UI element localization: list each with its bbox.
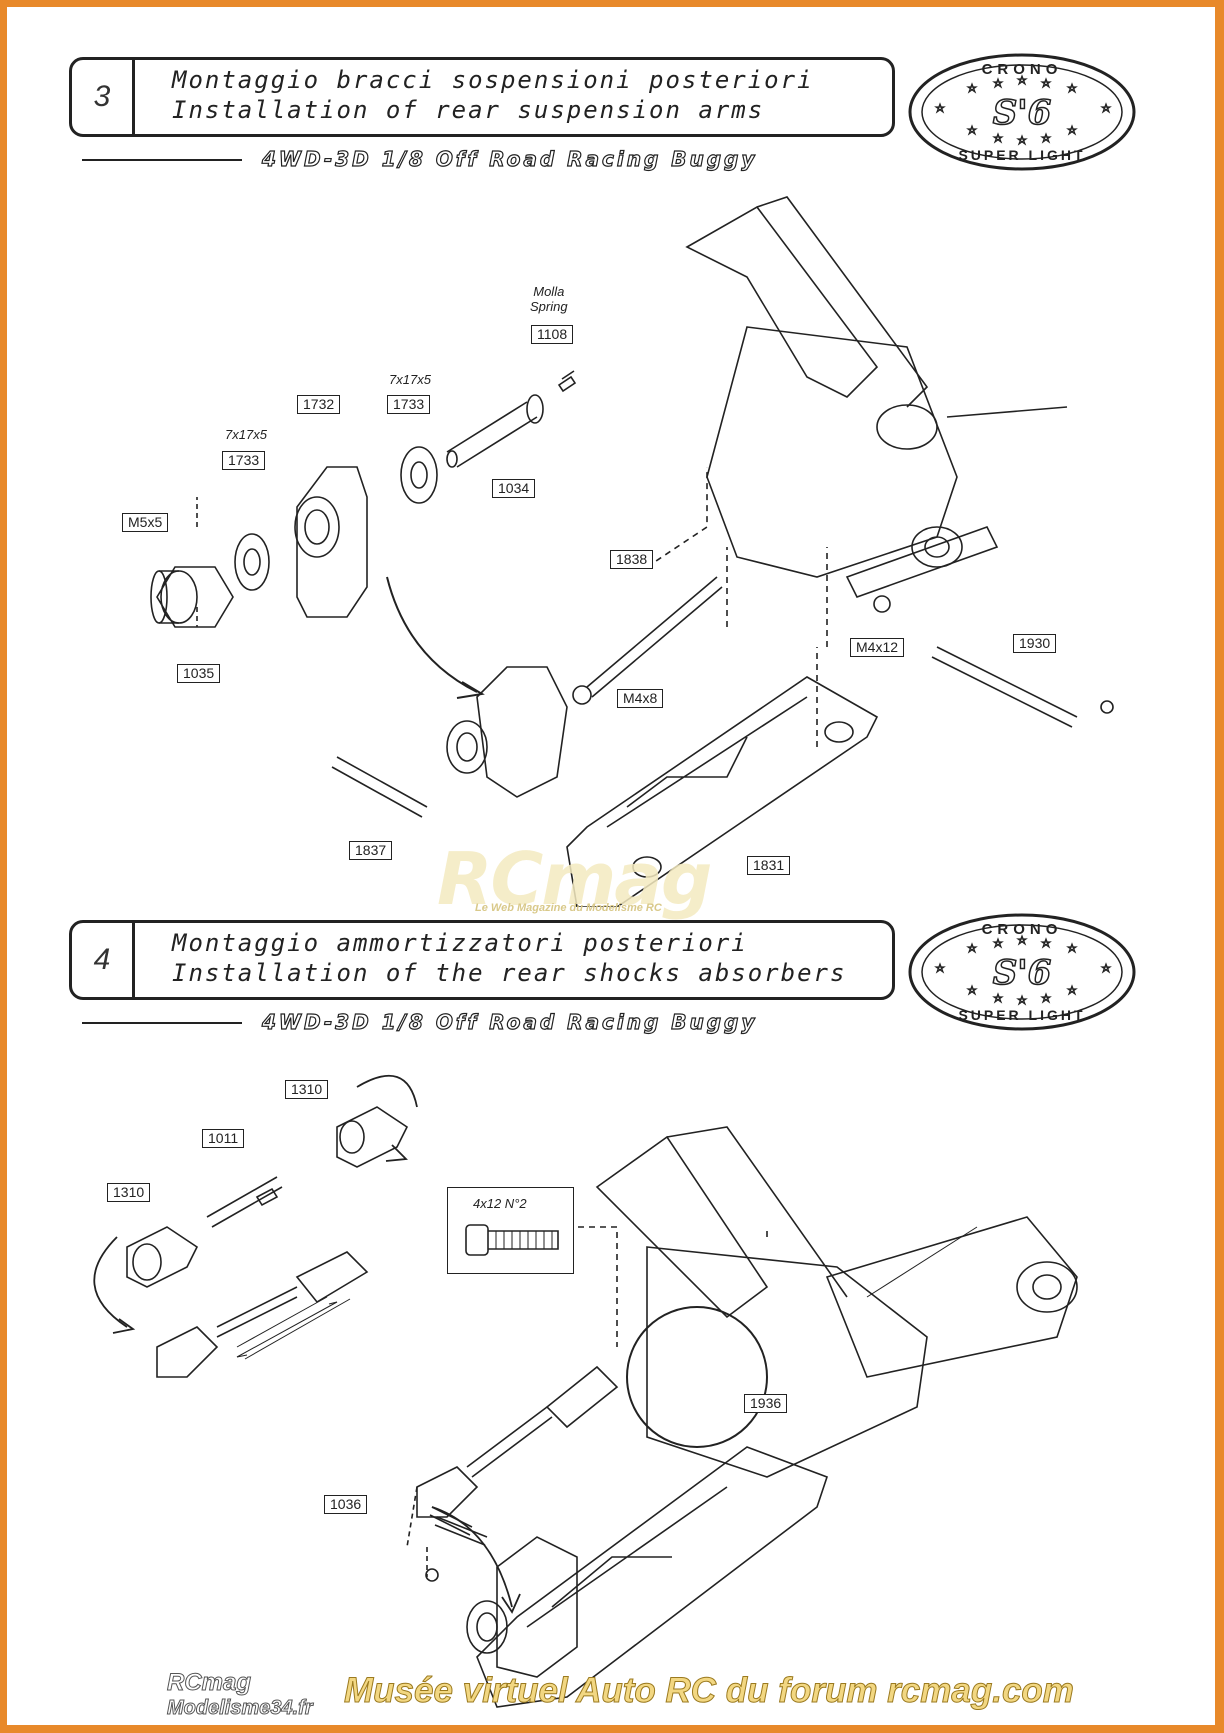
crono-logo: CRONO S'6 SUPER LIGHT [908,53,1136,171]
step-title-english: Installation of rear suspension arms [172,96,765,124]
step-title-english: Installation of the rear shocks absorber… [172,959,847,987]
part-label-m5x5: M5x5 [122,513,169,532]
part-label-1930: 1930 [1013,634,1057,653]
part-label-1831: 1831 [747,856,791,875]
rear-bulkhead-part [706,326,958,578]
step-4-header: 4 Montaggio ammortizzatori posteriori In… [69,920,895,1000]
part-label-1733: 1733 [222,451,266,470]
logo-mid-text: S'6 [993,93,1052,133]
logo-top-text: CRONO [982,61,1063,78]
part-label-1936: 1936 [744,1394,788,1413]
lower-arm-part [566,676,879,907]
step-4-subtitle: 4WD-3D 1/8 Off Road Racing Buggy [82,1009,882,1035]
part-label-1034: 1034 [492,479,536,498]
rcmag-watermark-subtitle: Le Web Magazine du Modelisme RC [475,902,662,914]
part-label-1733: 1733 [387,395,431,414]
step-number: 4 [72,923,135,997]
part-label-1732: 1732 [297,395,341,414]
crono-logo: CRONO S'6 SUPER LIGHT [908,913,1136,1031]
step-title-italian: Montaggio ammortizzatori posteriori [172,929,748,957]
logo-bottom-text: SUPER LIGHT [958,147,1085,163]
logo-top-text: CRONO [982,921,1063,938]
part-label-1035: 1035 [177,664,221,683]
screw-icon [465,1224,559,1256]
part-label-m4x12: M4x12 [850,638,905,657]
bearing-size-note: 7x17x5 [389,372,431,387]
bearing-size-note: 7x17x5 [225,427,267,442]
logo-mid-text: S'6 [993,953,1052,993]
rear-shock-assembly-diagram [93,1074,1078,1708]
footer-brand-modelisme34: Modelisme34.fr [167,1697,314,1720]
hub-carrier-part [296,466,368,618]
step-3-header: 3 Montaggio bracci sospensioni posterior… [69,57,895,137]
part-label-1310: 1310 [107,1183,151,1202]
star-icons [934,934,1112,1006]
star-icons [934,74,1112,146]
rear-arm-exploded-diagram [150,196,1114,907]
part-label-1310: 1310 [285,1080,329,1099]
step-number: 3 [72,60,135,134]
instruction-page: 3 Montaggio bracci sospensioni posterior… [7,7,1215,1725]
part-label-m4x8: M4x8 [617,689,664,708]
footer-caption: Musée virtuel Auto RC du forum rcmag.com [344,1671,1075,1711]
part-label-1036: 1036 [324,1495,368,1514]
part-label-1838: 1838 [610,550,654,569]
part-label-1011: 1011 [202,1129,245,1148]
hub-nut-part [156,566,234,628]
logo-bottom-text: SUPER LIGHT [958,1007,1085,1023]
part-label-1108: 1108 [531,325,574,344]
step-title-italian: Montaggio bracci sospensioni posteriori [172,66,814,94]
screw-size-note: 4x12 N°2 [473,1196,527,1211]
step-3-subtitle: 4WD-3D 1/8 Off Road Racing Buggy [82,146,882,172]
screw-inset-box: 4x12 N°2 [447,1187,574,1274]
rcmag-watermark: RCmag [437,837,712,921]
footer-brand-rcmag: RCmag [166,1669,252,1697]
part-label-1837: 1837 [349,841,393,860]
